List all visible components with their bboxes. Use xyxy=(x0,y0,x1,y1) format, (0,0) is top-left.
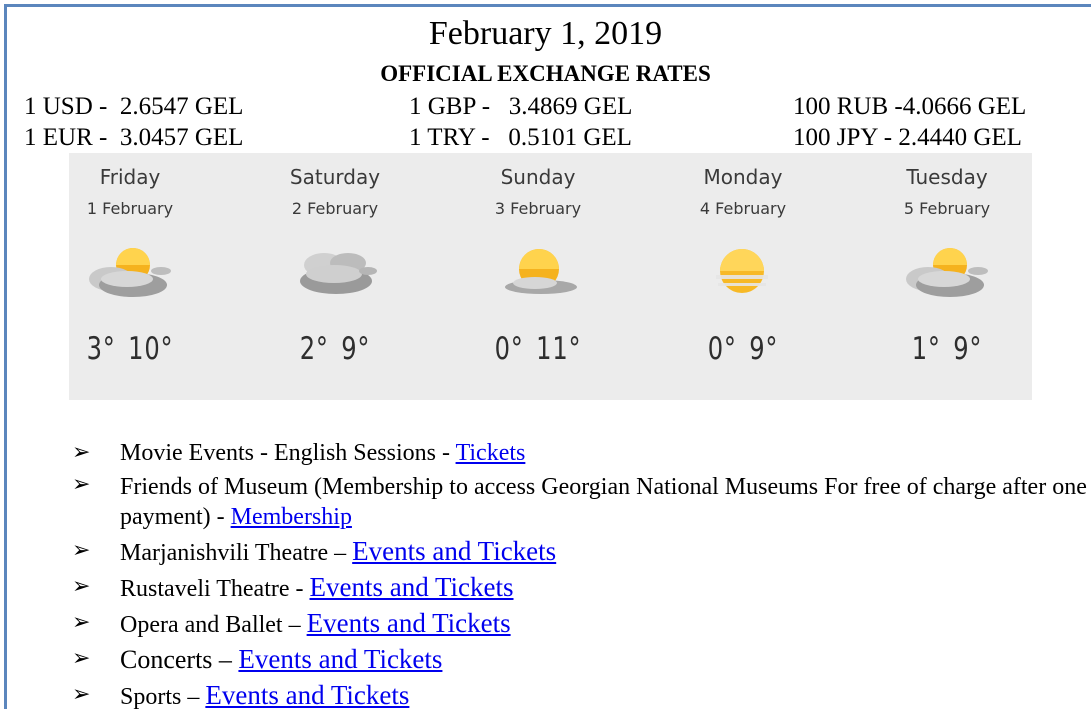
event-label: Movie Events - English Sessions - xyxy=(120,440,456,466)
hazy-sun-icon xyxy=(716,249,768,293)
weather-forecast: Friday 1 February 3° 10° Saturday 2 Febru… xyxy=(69,153,1032,400)
list-item: ➢ Concerts – Events and Tickets xyxy=(72,642,1087,678)
event-label: Marjanishvili Theatre – xyxy=(120,540,353,566)
list-item: ➢ Rustaveli Theatre - Events and Tickets xyxy=(72,570,1087,606)
temp-high: 9° xyxy=(749,331,779,367)
event-label: Rustaveli Theatre - xyxy=(120,576,310,602)
events-tickets-link[interactable]: Events and Tickets xyxy=(306,608,511,638)
rate-usd: 1 USD - 2.6547 GEL xyxy=(24,93,244,120)
temperature-range: 3° 10° xyxy=(56,331,204,367)
day-name: Friday xyxy=(99,165,161,189)
partly-cloudy-icon xyxy=(906,248,988,297)
list-item: ➢ Opera and Ballet – Events and Tickets xyxy=(72,606,1087,642)
event-label: Friends of Museum (Membership to access … xyxy=(120,474,1087,530)
day-name: Sunday xyxy=(500,165,576,189)
rate-eur: 1 EUR - 3.0457 GEL xyxy=(24,124,244,151)
temp-low: 1° xyxy=(911,331,941,367)
rate-jpy: 100 JPY - 2.4440 GEL xyxy=(793,124,1022,151)
day-name: Saturday xyxy=(289,165,381,189)
day-date: 3 February xyxy=(494,199,582,218)
event-label: Sports – xyxy=(120,684,206,710)
day-name: Monday xyxy=(703,165,783,189)
temperature-range: 1° 9° xyxy=(873,331,1021,367)
arrow-bullet-icon: ➢ xyxy=(72,538,91,563)
arrow-bullet-icon: ➢ xyxy=(72,646,91,671)
membership-link[interactable]: Membership xyxy=(230,504,352,530)
temp-high: 11° xyxy=(536,331,582,367)
temp-high: 10° xyxy=(128,331,174,367)
temperature-range: 0° 9° xyxy=(669,331,817,367)
day-name: Tuesday xyxy=(906,165,988,189)
list-item: ➢ Marjanishvili Theatre – Events and Tic… xyxy=(72,534,1087,570)
day-date: 4 February xyxy=(699,199,787,218)
events-tickets-link[interactable]: Events and Tickets xyxy=(352,536,557,566)
exchange-rates-heading: OFFICIAL EXCHANGE RATES xyxy=(380,61,711,86)
day-date: 5 February xyxy=(903,199,991,218)
temp-low: 2° xyxy=(299,331,329,367)
temp-low: 0° xyxy=(707,331,737,367)
temp-low: 3° xyxy=(86,331,116,367)
day-date: 1 February xyxy=(86,199,174,218)
temp-high: 9° xyxy=(953,331,983,367)
temp-low: 0° xyxy=(494,331,524,367)
tickets-link[interactable]: Tickets xyxy=(455,440,526,466)
partly-cloudy-icon xyxy=(89,248,171,297)
page-frame xyxy=(4,4,1091,709)
arrow-bullet-icon: ➢ xyxy=(72,472,91,497)
day-date: 2 February xyxy=(291,199,379,218)
events-list: ➢ Movie Events - English Sessions - Tick… xyxy=(72,436,1087,714)
rate-try: 1 TRY - 0.5101 GEL xyxy=(409,124,632,151)
event-label: Concerts – xyxy=(120,645,239,674)
rate-gbp: 1 GBP - 3.4869 GEL xyxy=(409,93,633,120)
page-date: February 1, 2019 xyxy=(428,15,663,52)
rate-rub: 100 RUB -4.0666 GEL xyxy=(793,93,1027,120)
events-tickets-link[interactable]: Events and Tickets xyxy=(238,644,443,674)
sun-behind-cloud-icon xyxy=(505,249,577,294)
event-label: Opera and Ballet – xyxy=(120,612,307,638)
temperature-range: 2° 9° xyxy=(261,331,409,367)
cloudy-icon xyxy=(300,253,377,294)
temp-high: 9° xyxy=(341,331,371,367)
temperature-range: 0° 11° xyxy=(464,331,612,367)
list-item: ➢ Friends of Museum (Membership to acces… xyxy=(72,470,1087,534)
arrow-bullet-icon: ➢ xyxy=(72,682,91,707)
list-item: ➢ Sports – Events and Tickets xyxy=(72,678,1087,714)
arrow-bullet-icon: ➢ xyxy=(72,610,91,635)
arrow-bullet-icon: ➢ xyxy=(72,574,91,599)
events-tickets-link[interactable]: Events and Tickets xyxy=(309,572,514,602)
events-tickets-link[interactable]: Events and Tickets xyxy=(205,680,410,710)
list-item: ➢ Movie Events - English Sessions - Tick… xyxy=(72,436,1087,470)
arrow-bullet-icon: ➢ xyxy=(72,440,91,465)
